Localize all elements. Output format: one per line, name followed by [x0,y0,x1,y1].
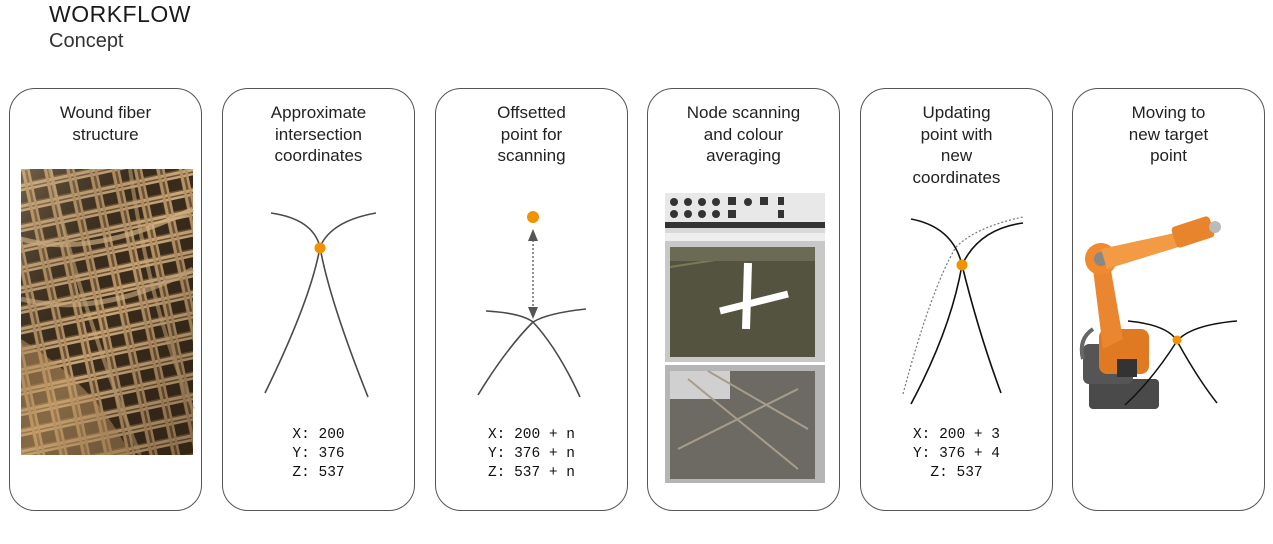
page-header: WORKFLOW Concept [49,0,191,54]
coord-x: X: 200 [292,427,345,443]
fiber-curve-left [477,310,535,396]
arrow-head-down [528,307,538,319]
updated-point [956,259,968,271]
page-subtitle: Concept [49,30,124,52]
scan-cross-horizontal [719,290,789,315]
card-title: Node scanning and colour averaging [686,103,801,165]
wound-fiber-photo [20,168,195,456]
card-offset-point: Offsetted point for scanning X: 200 + n … [435,88,628,511]
arrow-head-up [528,229,538,241]
card-title: Offsetted point for scanning [497,103,566,165]
coord-x: X: 200 + n [487,427,575,443]
card-updating-point: Updating point with new coordinates X: 2… [860,88,1053,511]
card-node-scanning: Node scanning and colour averaging [647,88,840,511]
fiber-curve-left [264,212,321,394]
fiber-curve-right [531,308,587,398]
coord-y: Y: 376 + n [487,446,575,462]
intersection-point [314,242,326,254]
fiber-curve-right [319,212,377,398]
coord-z: Z: 537 + n [487,465,575,481]
coordinates-readout: X: 200 + n Y: 376 + n Z: 537 + n [436,426,627,483]
coordinates-readout: X: 200 Y: 376 Z: 537 [223,426,414,483]
target-point [1172,335,1182,345]
card-title: Updating point with new coordinates [912,103,1001,187]
scan-cross-vertical [742,262,752,330]
card-wound-fiber: Wound fiber structure [9,88,202,511]
offset-point [527,211,539,223]
fiber-curve-left [910,218,963,405]
industrial-robot-arm [1079,216,1238,409]
coord-z: Z: 537 [292,465,345,481]
coord-z: Z: 537 [930,465,983,481]
card-title: Moving to new target point [1128,103,1209,165]
previous-curve-left [902,246,957,395]
card-approximate-intersection: Approximate intersection coordinates X: … [222,88,415,511]
coordinates-readout: X: 200 + 3 Y: 376 + 4 Z: 537 [861,426,1052,483]
fiber-curve-right [1176,320,1238,404]
card-moving-to-target: Moving to new target point [1072,88,1265,511]
fiber-curve-right [961,222,1024,394]
card-title: Approximate intersection coordinates [270,103,367,165]
scanner-software-screenshot [665,193,825,483]
card-title: Wound fiber structure [59,103,152,144]
coord-x: X: 200 + 3 [912,427,1000,443]
coord-y: Y: 376 [292,446,345,462]
coord-y: Y: 376 + 4 [912,446,1000,462]
previous-curve-right [955,216,1024,248]
page-title: WORKFLOW [49,1,191,27]
